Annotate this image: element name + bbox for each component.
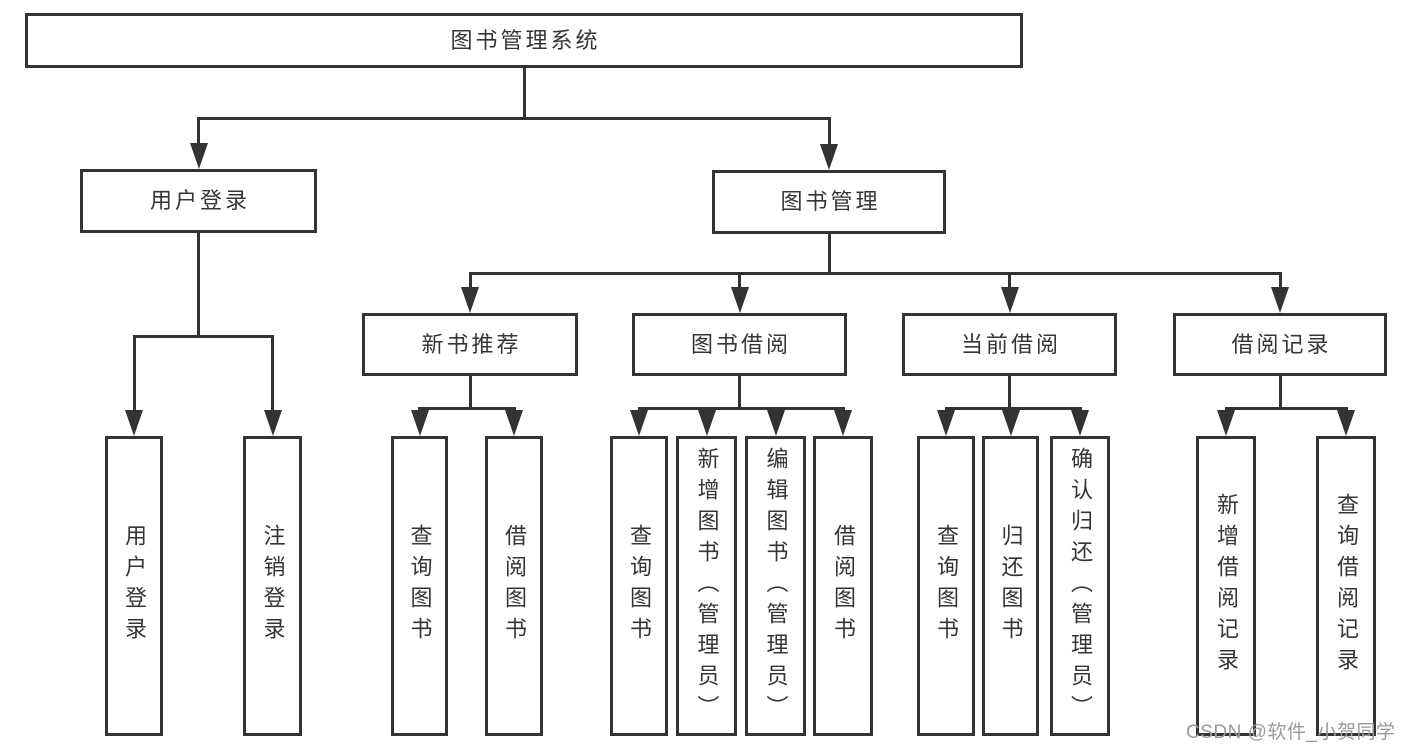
node-cb-return: 归还图书	[982, 436, 1039, 736]
node-bb-borrow: 借阅图书	[813, 436, 873, 736]
connector-line	[522, 66, 526, 120]
arrowhead-down-icon	[1071, 410, 1089, 436]
node-cb-query: 查询图书	[917, 436, 975, 736]
arrowhead-down-icon	[834, 410, 852, 436]
node-nbr-borrow: 借阅图书	[485, 436, 543, 736]
connector-line	[271, 335, 274, 416]
connector-line	[197, 117, 831, 120]
node-label: 新增图书（管理员）	[694, 446, 720, 726]
arrowhead-down-icon	[410, 410, 429, 436]
node-label: 查询图书	[934, 524, 959, 648]
connector-line	[637, 407, 845, 410]
node-br-add: 新增借阅记录	[1196, 436, 1256, 736]
node-label: 图书借阅	[690, 331, 791, 357]
arrowhead-down-icon	[1217, 410, 1235, 436]
node-label: 查询图书	[627, 524, 652, 648]
connector-line	[1224, 407, 1348, 410]
node-label: 查询借阅记录	[1334, 493, 1359, 679]
node-label: 借阅图书	[831, 524, 856, 648]
arrowhead-down-icon	[697, 410, 716, 436]
node-cb-confirm: 确认归还（管理员）	[1050, 436, 1110, 736]
arrowhead-down-icon	[766, 410, 785, 436]
node-leaf-user-login: 用户登录	[105, 436, 163, 736]
node-label: 图书管理系统	[450, 27, 601, 53]
connector-line	[827, 232, 831, 275]
node-label: 图书管理	[780, 189, 881, 214]
arrowhead-down-icon	[1001, 410, 1020, 436]
node-br-query: 查询借阅记录	[1316, 436, 1376, 736]
node-bb-add: 新增图书（管理员）	[676, 436, 737, 736]
connector-line	[418, 407, 516, 410]
connector-line	[1278, 374, 1282, 410]
connector-line	[468, 272, 1282, 275]
node-user-login: 用户登录	[80, 169, 317, 233]
arrowhead-down-icon	[505, 410, 523, 436]
node-current-borrow: 当前借阅	[902, 313, 1117, 376]
connector-line	[1278, 272, 1282, 293]
connector-line	[738, 272, 741, 293]
node-label: 借阅图书	[502, 524, 527, 648]
connector-line	[1008, 374, 1011, 410]
connector-line	[827, 117, 831, 150]
connector-line	[197, 231, 200, 338]
arrowhead-down-icon	[937, 410, 955, 436]
node-root: 图书管理系统	[25, 13, 1023, 68]
arrowhead-down-icon	[263, 410, 282, 436]
node-label: 用户登录	[149, 188, 250, 213]
node-label: 查询图书	[407, 524, 433, 648]
node-bb-query: 查询图书	[610, 436, 668, 736]
connector-line	[468, 374, 472, 410]
node-book-mgmt: 图书管理	[712, 170, 946, 234]
watermark: CSDN @软件_小贺同学	[1186, 722, 1396, 743]
arrowhead-down-icon	[630, 410, 648, 436]
node-label: 编辑图书（管理员）	[763, 446, 789, 726]
arrowhead-down-icon	[820, 144, 838, 170]
connector-line	[197, 117, 200, 149]
connector-line	[944, 407, 1082, 410]
connector-line	[738, 374, 741, 410]
arrowhead-down-icon	[461, 287, 479, 313]
node-label: 新书推荐	[421, 331, 522, 357]
connector-line	[468, 272, 472, 293]
node-label: 归还图书	[998, 524, 1024, 648]
connector-line	[1008, 272, 1011, 293]
node-label: 用户登录	[122, 524, 147, 648]
node-bb-edit: 编辑图书（管理员）	[745, 436, 806, 736]
node-label: 确认归还（管理员）	[1068, 446, 1093, 726]
arrowhead-down-icon	[1337, 410, 1355, 436]
arrowhead-down-icon	[125, 410, 143, 436]
node-new-book-rec: 新书推荐	[362, 313, 578, 376]
node-label: 当前借阅	[960, 331, 1061, 357]
node-label: 注销登录	[260, 524, 286, 648]
node-borrow-record: 借阅记录	[1173, 313, 1387, 376]
connector-line	[132, 335, 274, 338]
node-leaf-logout: 注销登录	[243, 436, 302, 736]
node-label: 新增借阅记录	[1214, 493, 1239, 679]
arrowhead-down-icon	[1000, 287, 1019, 313]
node-label: 借阅记录	[1231, 331, 1332, 357]
node-book-borrow: 图书借阅	[632, 313, 847, 376]
arrowhead-down-icon	[1271, 287, 1289, 313]
connector-line	[132, 335, 136, 416]
node-nbr-query: 查询图书	[391, 436, 448, 736]
arrowhead-down-icon	[189, 143, 208, 169]
arrowhead-down-icon	[730, 287, 749, 313]
